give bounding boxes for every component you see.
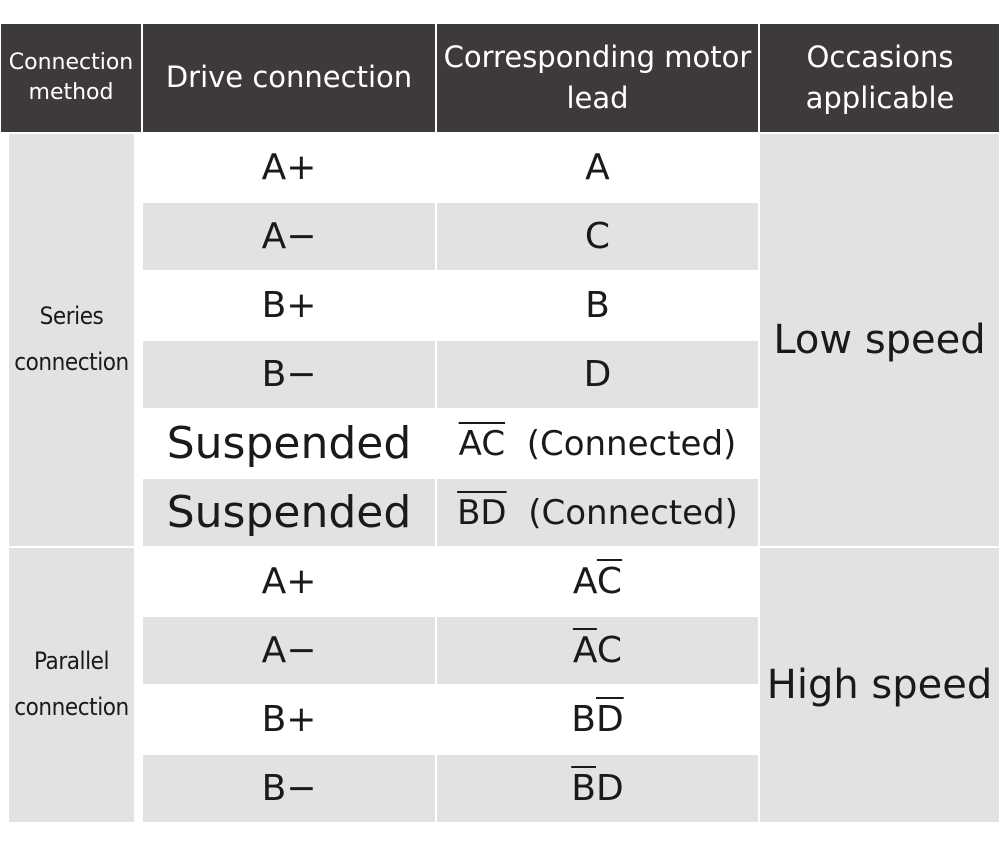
lead-cell: A	[435, 132, 760, 203]
table-row: B− D	[1, 339, 999, 410]
lead-cell: D	[435, 339, 760, 410]
table-row: B+ BD	[1, 684, 999, 755]
table-row: B+ B	[1, 270, 999, 341]
header-drive-connection: Drive connection	[142, 24, 437, 133]
table-row: A− C	[1, 201, 999, 272]
header-motor-lead: Corresponding motor lead	[436, 24, 760, 133]
table-row: Series connection A+ A Low speed	[1, 132, 999, 548]
lead-cell: C	[435, 201, 760, 272]
table-row: Suspended BD (Connected)	[1, 477, 999, 548]
drive-cell: B−	[141, 753, 437, 824]
lead-cell: BD	[435, 753, 760, 824]
lead-cell: AC (Connected)	[435, 408, 760, 479]
lead-plain: A	[572, 561, 597, 602]
lead-plain: D	[595, 768, 624, 809]
lead-note: (Connected)	[526, 423, 737, 464]
drive-cell: A+	[141, 546, 437, 617]
occasion-low-speed: Low speed	[758, 132, 999, 548]
occasion-high-speed: High speed	[758, 546, 999, 824]
lead-overline: D	[595, 699, 624, 740]
table-row: A− AC	[1, 615, 999, 686]
drive-cell: A−	[141, 201, 437, 272]
lead-cell: AC	[435, 546, 760, 617]
lead-cell: AC	[435, 615, 760, 686]
header-occasions: Occasions applicable	[759, 24, 999, 133]
table-row: Parallel connection A+ AC High speed	[1, 546, 999, 824]
drive-cell: A+	[141, 132, 437, 203]
drive-cell: B+	[141, 684, 437, 755]
drive-cell: A−	[141, 615, 437, 686]
method-series: Series connection	[7, 132, 136, 548]
lead-plain: C	[596, 630, 623, 671]
header-connection-method: Connection method	[1, 24, 143, 133]
drive-cell: Suspended	[141, 408, 437, 479]
table-row: Suspended AC (Connected)	[1, 408, 999, 479]
lead-cell: B	[435, 270, 760, 341]
lead-cell: BD	[435, 684, 760, 755]
lead-note: (Connected)	[528, 492, 738, 533]
lead-overline: BD	[457, 492, 507, 533]
method-parallel: Parallel connection	[7, 546, 136, 824]
drive-cell: B+	[141, 270, 437, 341]
header-row: Connection method Drive connection Corre…	[1, 24, 999, 133]
lead-cell: BD (Connected)	[435, 477, 760, 548]
drive-cell: Suspended	[141, 477, 437, 548]
lead-overline: C	[596, 561, 623, 602]
lead-overline: A	[572, 630, 597, 671]
lead-overline: AC	[458, 423, 506, 464]
table-row: B− BD	[1, 753, 999, 824]
motor-connection-table: Connection method Drive connection Corre…	[0, 24, 999, 824]
drive-cell: B−	[141, 339, 437, 410]
lead-overline: B	[571, 768, 596, 809]
lead-plain: B	[571, 699, 596, 740]
